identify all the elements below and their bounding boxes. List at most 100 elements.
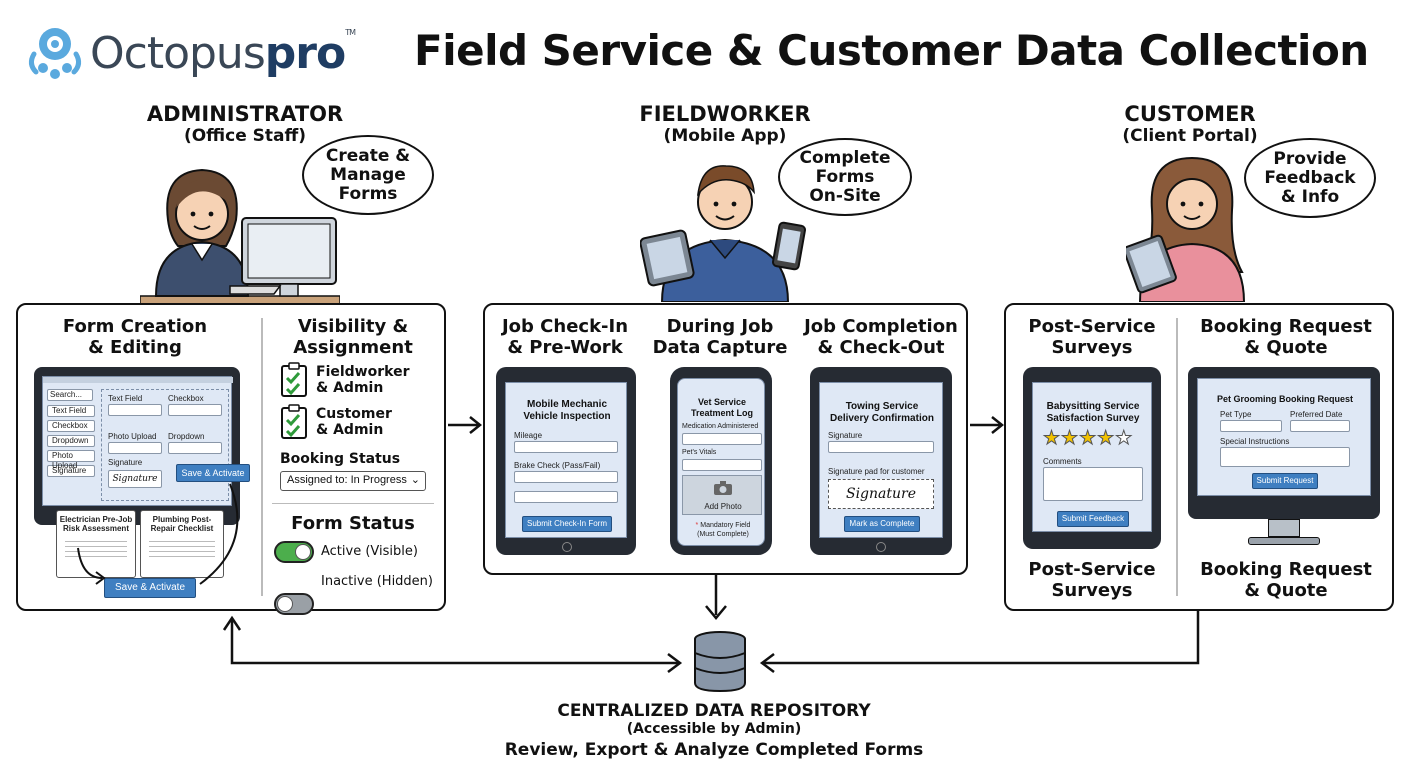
logo-main: Octopus <box>90 28 266 79</box>
camera-icon <box>714 481 732 495</box>
star-filled-icon[interactable]: ★ <box>1042 428 1061 449</box>
template-card-plumbing[interactable]: Plumbing Post-Repair Checklist <box>140 510 224 578</box>
inactive-toggle[interactable] <box>274 593 314 615</box>
octopus-logo-icon <box>28 28 82 79</box>
check-in-heading-1: Job Check-In <box>501 316 629 337</box>
role-customer-subtitle: (Client Portal) <box>1122 126 1258 146</box>
canvas-signature-field[interactable]: Signature <box>108 470 162 488</box>
vet-title-2: Treatment Log <box>690 408 753 418</box>
administrator-illustration <box>140 168 340 304</box>
repository-description: Review, Export & Analyze Completed Forms <box>504 740 924 760</box>
vitals-select[interactable] <box>682 459 762 471</box>
role-admin-subtitle: (Office Staff) <box>183 126 307 146</box>
canvas-dropdown-label: Dropdown <box>168 432 205 441</box>
medication-label: Medication Administered <box>682 423 759 430</box>
canvas-photo-label: Photo Upload <box>108 432 157 441</box>
signature-input[interactable] <box>828 441 934 453</box>
canvas-dropdown-field[interactable] <box>168 442 222 454</box>
mileage-input[interactable] <box>514 441 618 453</box>
add-photo-area[interactable]: Add Photo <box>682 475 762 515</box>
booking-status-select[interactable]: Assigned to: In Progress ⌄ <box>280 471 426 491</box>
booking-screen: Pet Grooming Booking Request Pet Type Pr… <box>1197 378 1371 496</box>
booking-footer-2: & Quote <box>1244 580 1328 601</box>
check-in-heading: Job Check-In & Pre-Work <box>490 316 640 358</box>
mandatory-line-1: Mandatory Field <box>700 522 751 529</box>
assign-customer: Customer & Admin <box>316 406 392 438</box>
curved-arrow-icon <box>77 483 239 585</box>
special-instructions-textarea[interactable] <box>1220 447 1350 467</box>
form-creation-heading-2: & Editing <box>88 337 182 358</box>
submit-check-in-button[interactable]: Submit Check-In Form <box>522 516 612 532</box>
star-filled-icon[interactable]: ★ <box>1097 428 1115 449</box>
canvas-text-field[interactable] <box>108 404 162 416</box>
logo: OctopusproTM <box>24 20 356 90</box>
towing-title-1: Towing Service <box>845 401 919 412</box>
brake-select-2[interactable] <box>514 491 618 503</box>
survey-heading: Post-Service Surveys <box>1014 316 1170 358</box>
medication-input[interactable] <box>682 433 762 445</box>
towing-form-title: Towing Service Delivery Confirmation <box>820 401 944 425</box>
monitor-base <box>1248 537 1320 545</box>
preferred-date-label: Preferred Date <box>1290 410 1343 419</box>
brake-select[interactable] <box>514 471 618 483</box>
signature-pad[interactable]: Signature <box>828 479 934 509</box>
booking-status-value: Assigned to: In Progress <box>287 474 407 486</box>
save-activate-button[interactable]: Save & Activate <box>176 464 250 482</box>
logo-wordmark: OctopusproTM <box>90 28 356 79</box>
brake-label: Brake Check (Pass/Fail) <box>514 461 601 470</box>
star-filled-icon[interactable]: ★ <box>1079 428 1097 449</box>
preferred-date-input[interactable] <box>1290 420 1350 432</box>
palette-item-checkbox[interactable]: Checkbox <box>47 420 95 432</box>
star-rating[interactable]: ★★★★★ <box>1042 428 1143 449</box>
canvas-checkbox-field[interactable] <box>168 404 222 416</box>
canvas-photo-field[interactable] <box>108 442 162 454</box>
role-field-title: FIELDWORKER <box>639 102 811 126</box>
star-filled-icon[interactable]: ★ <box>1061 428 1079 449</box>
form-creation-heading-1: Form Creation <box>62 316 208 337</box>
form-creation-heading: Form Creation & Editing <box>40 316 230 358</box>
role-fieldworker: FIELDWORKER (Mobile App) <box>600 102 850 146</box>
submit-request-button[interactable]: Submit Request <box>1252 473 1318 489</box>
builder-search-input[interactable]: Search... <box>47 389 93 401</box>
save-activate-button-2[interactable]: Save & Activate <box>104 578 196 598</box>
monitor-stand <box>1268 519 1300 537</box>
capture-heading: During Job Data Capture <box>650 316 790 358</box>
logo-tm: TM <box>345 28 356 37</box>
home-button[interactable] <box>562 542 572 552</box>
towing-title-2: Delivery Confirmation <box>830 413 934 424</box>
add-photo-label: Add Photo <box>704 502 742 511</box>
completion-heading-2: & Check-Out <box>817 337 945 358</box>
booking-footer-1: Booking Request <box>1200 559 1372 580</box>
palette-item-text-field[interactable]: Text Field <box>47 405 95 417</box>
star-empty-icon[interactable]: ★ <box>1115 428 1133 449</box>
pet-type-select[interactable] <box>1220 420 1282 432</box>
check-in-heading-2: & Pre-Work <box>507 337 623 358</box>
palette-item-signature[interactable]: Signature <box>47 465 95 477</box>
assign-2-line-2: & Admin <box>316 422 384 438</box>
repository-title: CENTRALIZED DATA REPOSITORY <box>557 701 871 721</box>
chevron-down-icon: ⌄ <box>410 474 420 486</box>
form-canvas: Text Field Checkbox Photo Upload Dropdow… <box>101 389 229 501</box>
comments-label: Comments <box>1043 457 1082 466</box>
logo-pro: pro <box>264 28 346 79</box>
home-button-2[interactable] <box>876 542 886 552</box>
arrow-right-icon-2 <box>970 416 1005 434</box>
signature-pad-label: Signature pad for customer <box>828 467 925 476</box>
field-bubble-line-2: Forms <box>815 166 875 187</box>
palette-item-dropdown[interactable]: Dropdown <box>47 435 95 447</box>
window-titlebar <box>43 377 233 383</box>
submit-feedback-button[interactable]: Submit Feedback <box>1057 511 1129 527</box>
visibility-heading-2: Assignment <box>293 337 413 358</box>
comments-textarea[interactable] <box>1043 467 1143 501</box>
booking-status-label: Booking Status <box>280 451 401 467</box>
survey-title: Babysitting Service Satisfaction Survey <box>1033 401 1153 425</box>
active-toggle[interactable] <box>274 541 314 563</box>
customer-illustration <box>1126 156 1246 302</box>
field-bubble-line-3: On-Site <box>809 185 881 206</box>
admin-panel-divider <box>261 318 263 596</box>
mark-complete-button[interactable]: Mark as Complete <box>844 516 920 532</box>
booking-footer: Booking Request & Quote <box>1184 559 1388 601</box>
vitals-label: Pet's Vitals <box>682 449 717 456</box>
